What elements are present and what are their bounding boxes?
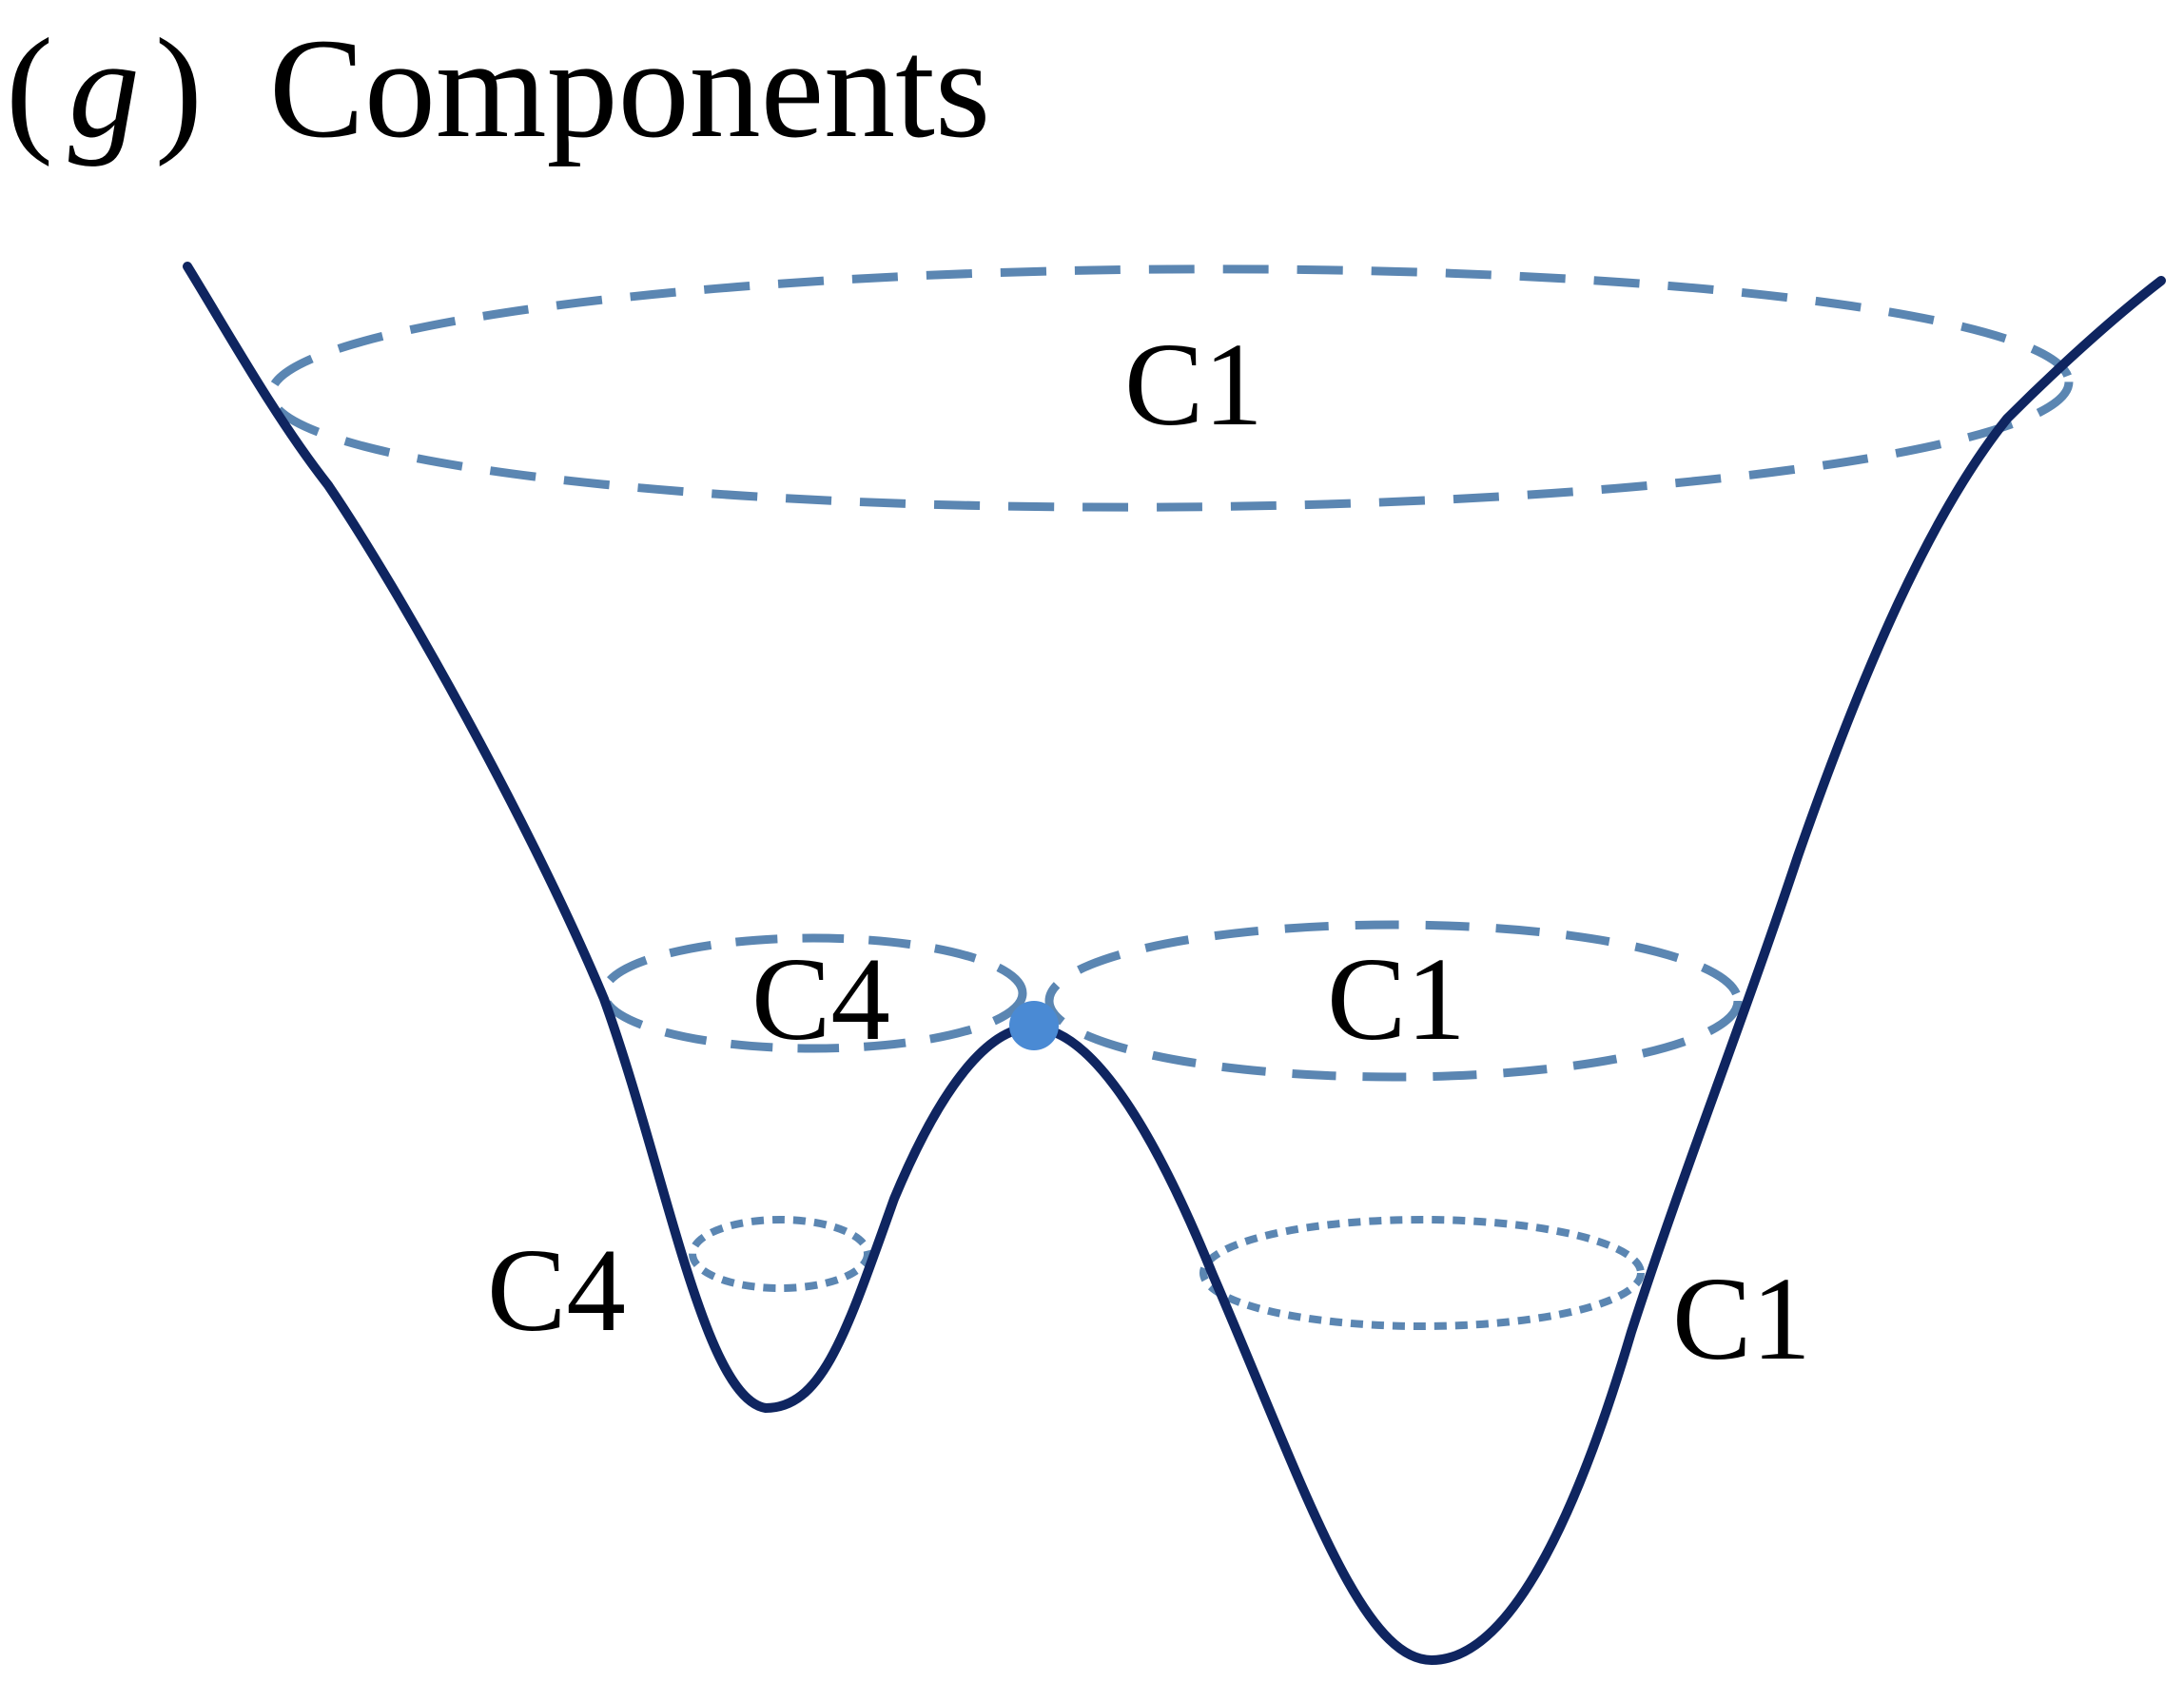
contour-low-left (689, 1216, 871, 1292)
contour-top (266, 264, 2074, 512)
label-mid-left-c4: C4 (751, 934, 890, 1066)
label-mid-right-c1: C1 (1327, 934, 1466, 1066)
label-low-right-c1: C1 (1672, 1254, 1811, 1385)
panel-letter: g (68, 10, 140, 167)
label-top-c1: C1 (1124, 320, 1263, 451)
close-paren: ) (154, 10, 203, 167)
saddle-point (1009, 1001, 1059, 1050)
open-paren: ( (6, 10, 53, 167)
landscape-curve (183, 262, 2166, 1665)
contour-low-right (1199, 1216, 1645, 1330)
contour-mid-right (1044, 920, 1743, 1082)
label-low-left-c4: C4 (487, 1225, 626, 1357)
title-text: Components (268, 10, 991, 167)
contour-mid-left (599, 933, 1027, 1053)
panel-title: (g)Components (6, 17, 990, 160)
